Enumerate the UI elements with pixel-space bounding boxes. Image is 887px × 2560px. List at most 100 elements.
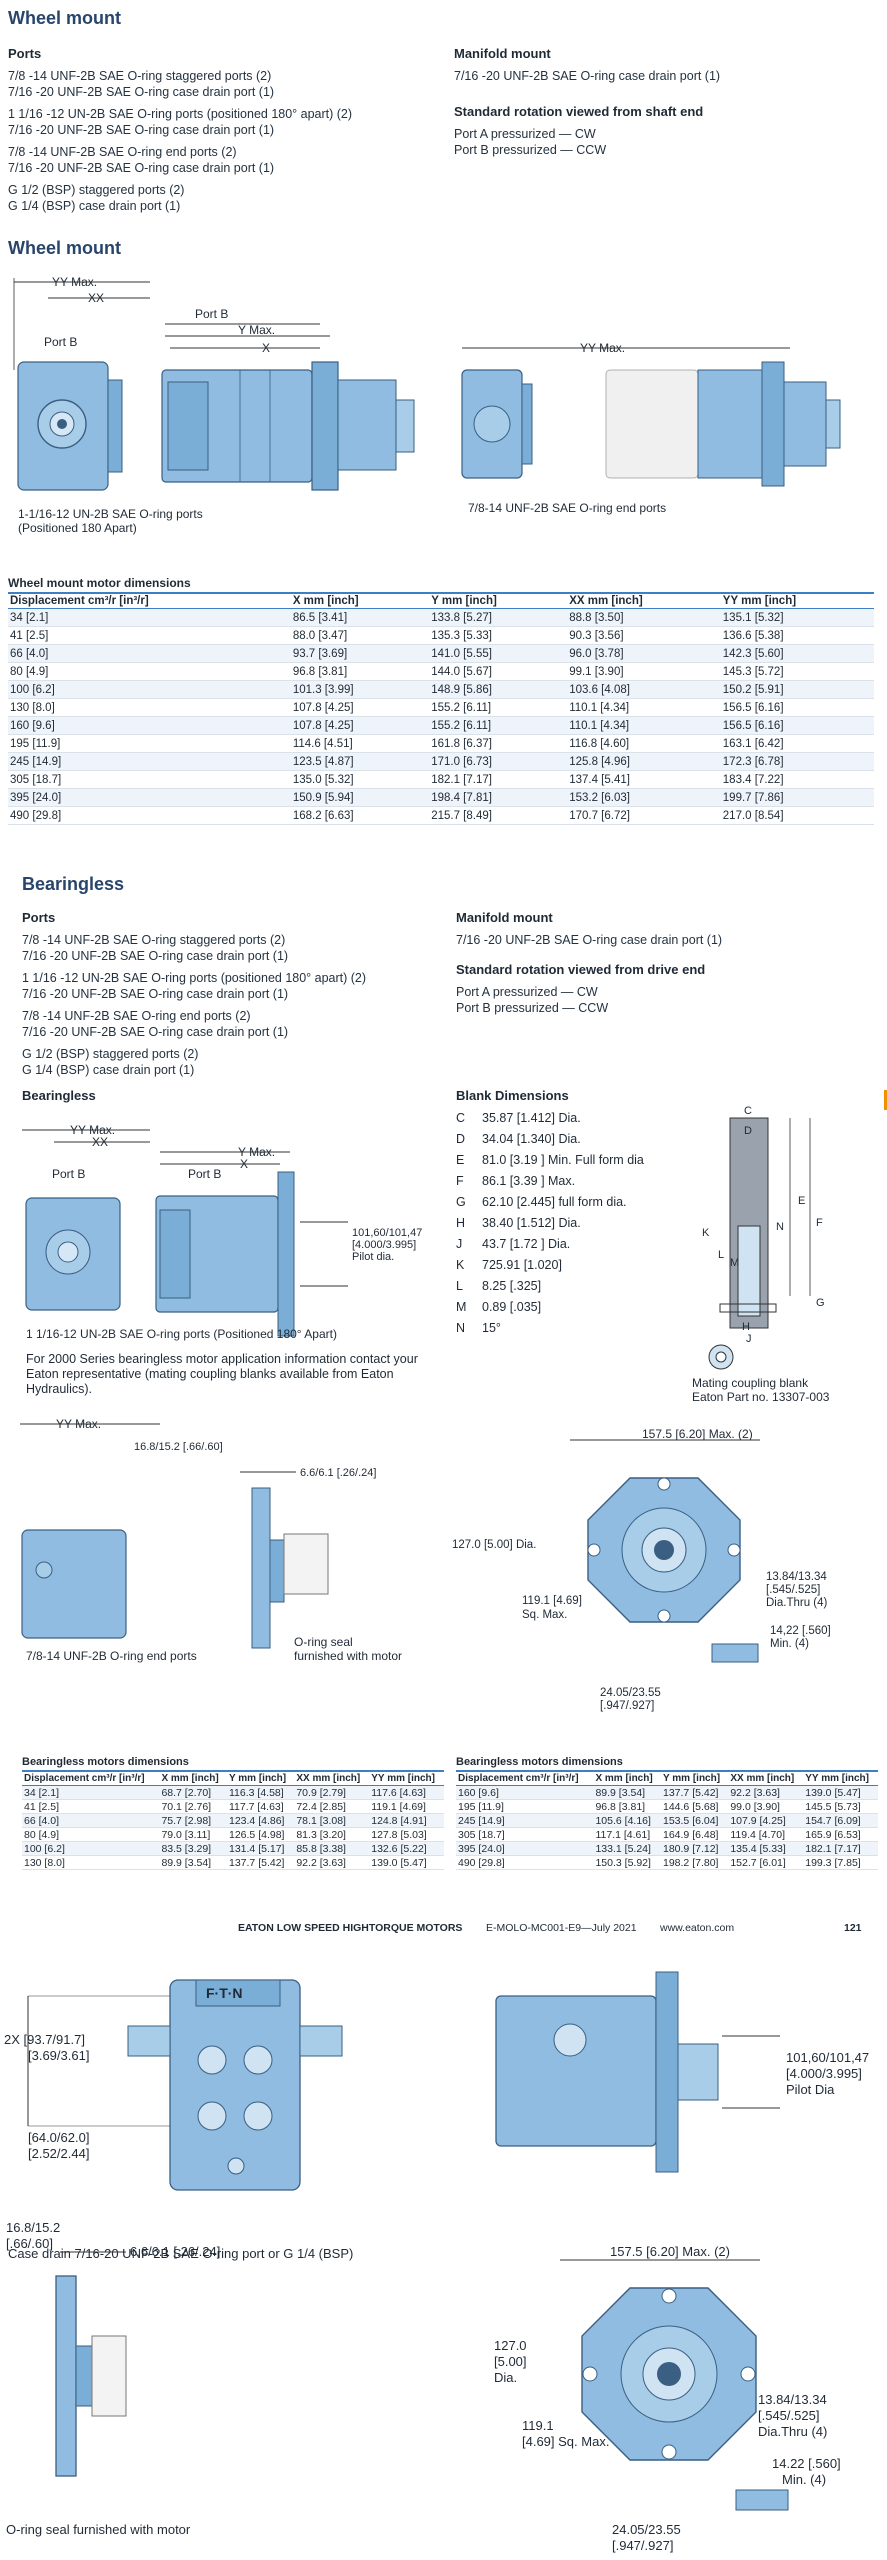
pilot-1: 101,60/101,47 [786,2050,869,2065]
table-cell: 150.3 [5.92] [593,1855,661,1870]
blank-dimension-value: 34.04 [1.340] Dia. [482,1132,581,1146]
svg-text:F: F [816,1217,823,1229]
blank-dimension-value: 15° [482,1321,501,1335]
table-cell: 150.9 [5.94] [290,788,430,807]
rotation-heading: Standard rotation viewed from shaft end [454,104,704,119]
table-header: YY mm [inch] [369,1770,444,1786]
table-cell: 127.8 [5.03] [369,1827,444,1842]
table-cell: 68.7 [2.70] [159,1785,227,1800]
table-cell: 92.2 [3.63] [728,1785,804,1800]
table-cell: 107.9 [4.25] [728,1813,804,1828]
table-row: 395 [24.0]133.1 [5.24]180.9 [7.12]135.4 … [456,1841,878,1856]
blank-dimension-key: N [456,1321,466,1335]
dia-2: [5.00] [494,2354,527,2369]
table-cell: 137.7 [5.42] [227,1855,295,1870]
table-cell: 70.1 [2.76] [159,1799,227,1814]
table-cell: 116.8 [4.60] [567,734,721,753]
table-cell: 83.5 [3.29] [159,1841,227,1856]
table-cell: 163.1 [6.42] [720,734,874,753]
coupling-circle-icon [708,1344,734,1370]
table-cell: 86.5 [3.41] [290,608,430,627]
blank-dimension-key: H [456,1216,466,1230]
table-cell: 105.6 [4.16] [593,1813,661,1828]
rotation-line: Port A pressurized — CW [456,985,598,999]
blank-dimension-key: J [456,1237,463,1251]
port-b-right: Port B [188,1167,221,1181]
table-row: 130 [8.0]89.9 [3.54]137.7 [5.42]92.2 [3.… [22,1855,444,1870]
x-label: X [262,341,270,355]
table-cell: 180.9 [7.12] [661,1841,729,1856]
table-cell: 161.8 [6.37] [429,734,568,753]
table-row: 130 [8.0]107.8 [4.25]155.2 [6.11]110.1 [… [8,698,874,717]
dim-2x-2: [3.69/3.61] [28,2048,89,2063]
coupling-caption-2: Eaton Part no. 13307-003 [692,1390,830,1404]
blank-dimensions-title: Blank Dimensions [456,1088,569,1103]
blank-dimension-key: C [456,1111,466,1125]
table-cell: 34 [2.1] [22,1785,160,1800]
port-line: G 1/2 (BSP) staggered ports (2) [22,1047,199,1061]
sq-2: [4.69] Sq. Max. [522,2434,609,2449]
table-cell: 155.2 [6.11] [429,716,568,735]
footer-url[interactable]: www.eaton.com [660,1922,735,1934]
table-header: XX mm [inch] [567,592,721,609]
hole-2: [.545/.525] [758,2408,819,2423]
table-cell: 168.2 [6.63] [290,806,430,825]
table-header: XX mm [inch] [728,1770,804,1786]
blank-dimension-value: 0.89 [.035] [482,1300,542,1314]
logo-text: F·T·N [206,1985,243,2001]
bearingless-table-right-wrap: Displacement cm³/r [in³/r]X mm [inch]Y m… [456,1770,878,1870]
manifold-line: 7/16 -20 UNF-2B SAE O-ring case drain po… [454,69,721,83]
table-cell: 107.8 [4.25] [290,698,430,717]
svg-text:C: C [744,1105,752,1117]
table-cell: 395 [24.0] [456,1841,594,1856]
table-cell: 107.8 [4.25] [290,716,430,735]
manifold-text: 7/16 -20 UNF-2B SAE O-ring case drain po… [454,68,720,84]
table-cell: 145.5 [5.73] [803,1799,878,1814]
blank-dimension-value: 725.91 [1.020] [482,1258,562,1272]
table-cell: 34 [2.1] [8,608,291,627]
table-row: 34 [2.1]68.7 [2.70]116.3 [4.58]70.9 [2.7… [22,1785,444,1800]
table-cell: 154.7 [6.09] [803,1813,878,1828]
blank-dimension-item: K 725.91 [1.020] [456,1255,686,1276]
table-cell: 100 [6.2] [8,680,291,699]
port-b-label-left: Port B [44,335,77,349]
pilot-dim-3: Pilot dia. [352,1251,394,1263]
port-line: 7/16 -20 UNF-2B SAE O-ring case drain po… [22,987,289,1001]
table-cell: 99.1 [3.90] [567,662,721,681]
table-cell: 100 [6.2] [22,1841,160,1856]
svg-text:N: N [776,1221,784,1233]
table-header: X mm [inch] [159,1770,227,1786]
svg-text:D: D [744,1125,752,1137]
table-cell: 96.8 [3.81] [290,662,430,681]
rotation-line: Port B pressurized — CCW [454,143,607,157]
b-1: 24.05/23.55 [612,2522,681,2537]
pilot-2: [4.000/3.995] [786,2066,862,2081]
table-row: 66 [4.0]75.7 [2.98]123.4 [4.86]78.1 [3.0… [22,1813,444,1828]
table-cell: 89.9 [3.54] [159,1855,227,1870]
table-cell: 88.0 [3.47] [290,626,430,645]
pilot-dim-2: [4.000/3.995] [352,1239,416,1251]
table-cell: 156.5 [6.16] [720,698,874,717]
table-cell: 135.0 [5.32] [290,770,430,789]
table-row: 160 [9.6]89.9 [3.54]137.7 [5.42]92.2 [3.… [456,1785,878,1800]
port-line: 1 1/16 -12 UN-2B SAE O-ring ports (posit… [22,971,367,985]
blank-dimension-key: K [456,1258,465,1272]
table-cell: 165.9 [6.53] [803,1827,878,1842]
table-row: 490 [29.8]168.2 [6.63]215.7 [8.49]170.7 … [8,806,874,825]
svg-text:H: H [742,1321,750,1333]
bearingless-caption: 1 1/16-12 UN-2B SAE O-ring ports (Positi… [26,1327,337,1341]
table-row: 395 [24.0]150.9 [5.94]198.4 [7.81]153.2 … [8,788,874,807]
port-b-left: Port B [52,1167,85,1181]
rotation-line: Port A pressurized — CW [454,127,596,141]
bottom-left-seal-drawing: 16.8/15.2 [.66/.60] 6.6/6.1 [.26/.24] O-… [6,2220,220,2537]
table-cell: 153.5 [6.04] [661,1813,729,1828]
flange-dim-top: 157.5 [6.20] Max. (2) [642,1427,753,1441]
bearingless-manifold-text: 7/16 -20 UNF-2B SAE O-ring case drain po… [456,932,722,948]
table-cell: 144.6 [5.68] [661,1799,729,1814]
blank-dimension-value: 62.10 [2.445] full form dia. [482,1195,627,1209]
table-cell: 131.4 [5.17] [227,1841,295,1856]
flange-dim-top: 157.5 [6.20] Max. (2) [610,2244,730,2259]
flange-hole-1: 13.84/13.34 [766,1571,827,1583]
